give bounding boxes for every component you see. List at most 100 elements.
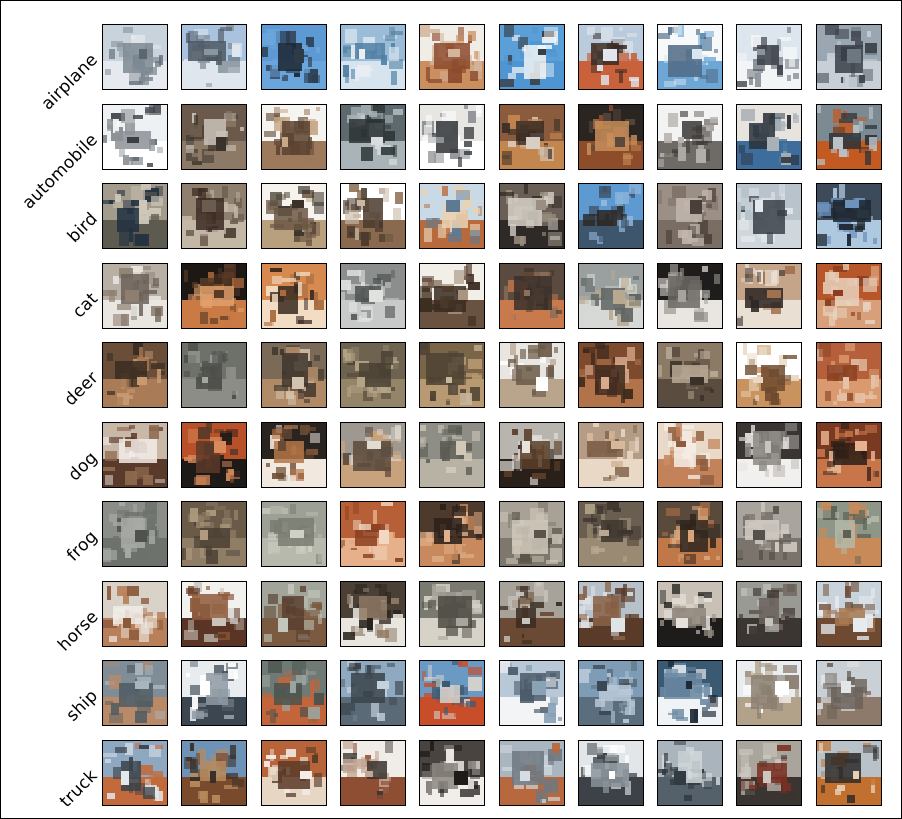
thumbnail-airplane-1 — [102, 24, 168, 90]
thumbnail-automobile-3 — [261, 103, 327, 170]
thumbnail-ship-4 — [340, 660, 406, 726]
row-label-box: horse — [1, 581, 102, 654]
thumbnail-ship-10 — [816, 660, 882, 726]
thumbnail-frog-3 — [261, 501, 327, 567]
thumbnail-dog-1 — [102, 421, 168, 488]
thumbnail-dog-2 — [181, 421, 247, 488]
thumbnail-automobile-7 — [578, 103, 644, 170]
thumbnail-automobile-10 — [816, 103, 882, 170]
thumbnail-cat-5 — [419, 262, 485, 329]
thumbnail-cat-7 — [578, 262, 644, 329]
thumbnail-frog-1 — [102, 501, 168, 567]
thumbnail-cat-3 — [261, 262, 327, 329]
thumbnail-deer-10 — [816, 342, 882, 408]
thumbnail-airplane-2 — [181, 24, 247, 90]
thumbnail-cat-10 — [816, 262, 882, 329]
row-label-box: ship — [1, 660, 103, 726]
thumbnail-bird-2 — [181, 183, 247, 249]
thumbnail-frog-9 — [736, 501, 802, 567]
image-row-dog: dog — [1, 421, 901, 488]
row-label-box: bird — [1, 183, 103, 249]
row-label-box: cat — [1, 263, 103, 329]
thumbnail-bird-9 — [736, 183, 802, 249]
thumbnail-horse-3 — [261, 580, 327, 647]
thumbnail-ship-2 — [181, 660, 247, 726]
thumbnail-bird-7 — [578, 183, 644, 249]
image-row-frog: frog — [1, 501, 901, 567]
thumbnail-dog-7 — [578, 421, 644, 488]
thumbnail-truck-9 — [736, 739, 802, 806]
thumbnail-cat-4 — [340, 262, 406, 329]
thumbnail-frog-7 — [578, 501, 644, 567]
thumbnail-frog-6 — [499, 501, 565, 567]
thumbnail-dog-6 — [499, 421, 565, 488]
thumbnail-automobile-6 — [499, 103, 565, 170]
thumbnail-cat-9 — [736, 262, 802, 329]
thumbnail-automobile-4 — [340, 103, 406, 170]
thumbnail-frog-2 — [181, 501, 247, 567]
image-row-cat: cat — [1, 262, 901, 329]
row-label: dog — [64, 447, 103, 485]
thumbnail-airplane-5 — [419, 24, 485, 90]
thumbnail-truck-6 — [499, 739, 565, 806]
thumbnail-ship-7 — [578, 660, 644, 726]
thumbnail-automobile-2 — [181, 103, 247, 170]
row-label: horse — [53, 606, 103, 655]
thumbnail-cat-8 — [657, 262, 723, 329]
thumbnail-bird-1 — [102, 183, 168, 249]
thumbnail-dog-5 — [419, 421, 485, 488]
thumbnail-truck-8 — [657, 739, 723, 806]
thumbnail-airplane-3 — [261, 24, 327, 90]
thumbnail-airplane-7 — [578, 24, 644, 90]
row-label-box: airplane — [1, 24, 102, 114]
thumbnail-bird-10 — [816, 183, 882, 249]
thumbnail-ship-3 — [261, 660, 327, 726]
thumbnail-airplane-8 — [657, 24, 723, 90]
thumbnail-ship-9 — [736, 660, 802, 726]
image-row-automobile: automobile — [1, 103, 901, 213]
thumbnail-bird-8 — [657, 183, 723, 249]
thumbnail-frog-8 — [657, 501, 723, 567]
thumbnail-truck-5 — [419, 739, 485, 806]
row-label-box: dog — [1, 422, 103, 488]
thumbnail-horse-9 — [736, 580, 802, 647]
thumbnail-deer-7 — [578, 342, 644, 408]
thumbnail-cat-6 — [499, 262, 565, 329]
thumbnail-truck-4 — [340, 739, 406, 806]
thumbnail-deer-6 — [499, 342, 565, 408]
image-row-ship: ship — [1, 660, 901, 726]
row-label-box: truck — [1, 740, 102, 811]
thumbnail-ship-6 — [499, 660, 565, 726]
thumbnail-dog-10 — [816, 421, 882, 488]
thumbnail-dog-8 — [657, 421, 723, 488]
thumbnail-horse-2 — [181, 580, 247, 647]
row-label: cat — [68, 288, 103, 322]
thumbnail-horse-7 — [578, 580, 644, 647]
thumbnail-frog-5 — [419, 501, 485, 567]
thumbnail-ship-5 — [419, 660, 485, 726]
thumbnail-deer-8 — [657, 342, 723, 408]
thumbnail-bird-5 — [419, 183, 485, 249]
thumbnail-ship-8 — [657, 660, 723, 726]
thumbnail-frog-10 — [816, 501, 882, 567]
row-label: bird — [64, 208, 103, 247]
thumbnail-deer-4 — [340, 342, 406, 408]
row-label-box: automobile — [1, 104, 102, 212]
row-label-box: deer — [1, 342, 102, 410]
thumbnail-horse-5 — [419, 580, 485, 647]
thumbnail-cat-1 — [102, 262, 168, 329]
image-row-deer: deer — [1, 342, 901, 410]
row-label-box: frog — [1, 501, 102, 567]
thumbnail-cat-2 — [181, 262, 247, 329]
thumbnail-horse-10 — [816, 580, 882, 647]
thumbnail-deer-5 — [419, 342, 485, 408]
thumbnail-airplane-6 — [499, 24, 565, 90]
thumbnail-bird-3 — [261, 183, 327, 249]
thumbnail-automobile-9 — [736, 103, 802, 170]
image-row-truck: truck — [1, 739, 901, 811]
thumbnail-airplane-9 — [736, 24, 802, 90]
thumbnail-automobile-8 — [657, 103, 723, 170]
thumbnail-truck-1 — [102, 739, 168, 806]
thumbnail-horse-1 — [102, 580, 168, 647]
